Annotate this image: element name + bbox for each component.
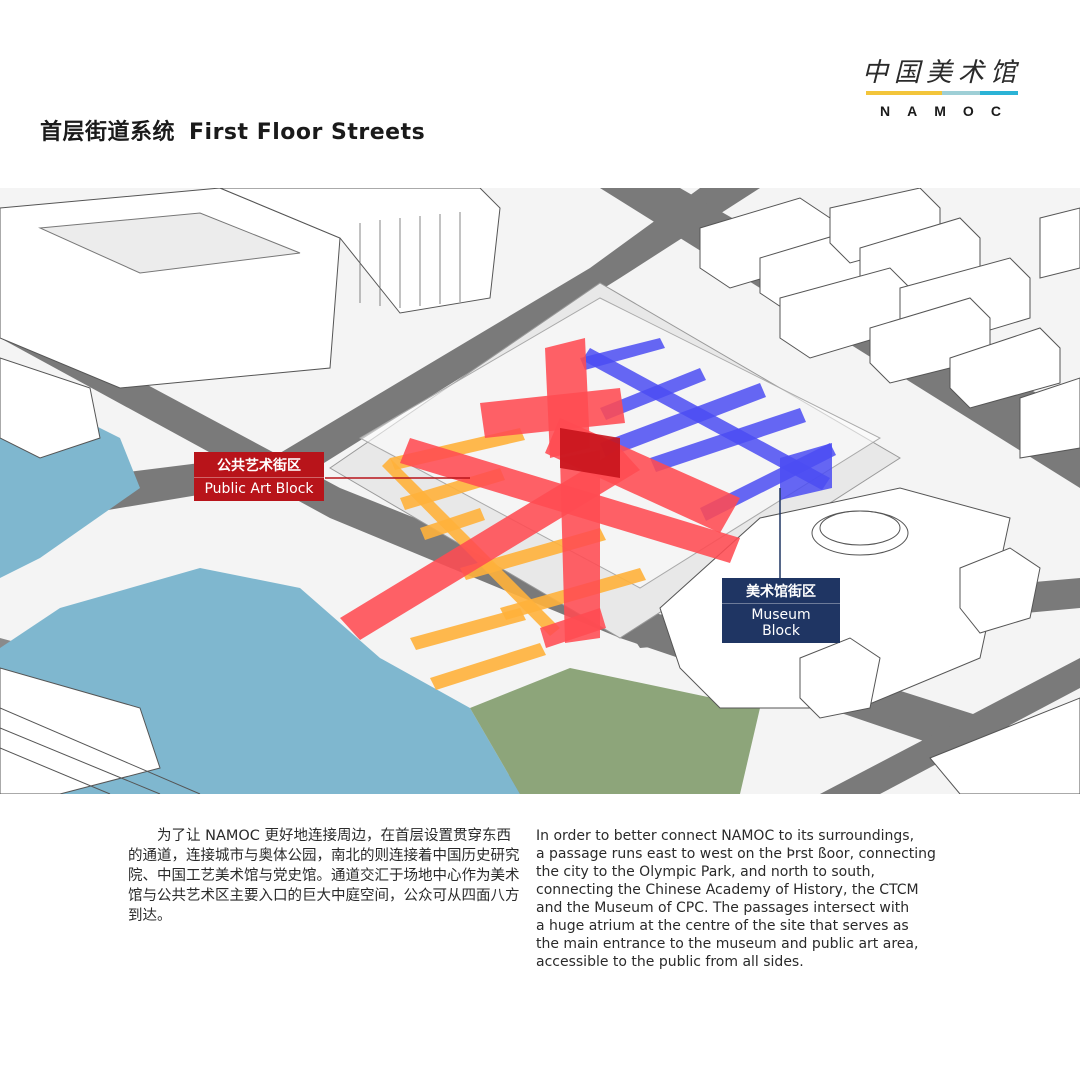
public-art-street [560, 450, 600, 643]
buildings-southwest [0, 357, 161, 794]
public-art-street [540, 608, 606, 648]
logo-bar-segment [980, 91, 1018, 95]
road-southeast [820, 658, 1080, 794]
dome-ring [819, 510, 901, 546]
connector-street [430, 643, 546, 690]
building-north-columns [359, 212, 461, 308]
museum-street [650, 408, 806, 472]
dome-roof [811, 510, 909, 556]
rail-tracks [0, 707, 201, 794]
label-museum-en: Museum Block [751, 607, 811, 639]
logo-bar-segment [866, 91, 904, 95]
building-southeast-corner [929, 697, 1080, 794]
axonometric-diagram [0, 188, 1080, 794]
museum-street [780, 443, 832, 500]
page-title: 首层街道系统 First Floor Streets [40, 114, 425, 146]
connector-street [410, 608, 526, 650]
label-public-art-en: Public Art Block [204, 481, 314, 497]
page-title-en: First Floor Streets [189, 120, 426, 145]
logo-en-text: NAMOC [880, 103, 1018, 119]
park [470, 668, 760, 794]
label-public-art-cn: 公共艺术街区 [194, 452, 324, 478]
buildings-northeast [699, 188, 1080, 459]
building-northwest-roof [38, 212, 301, 274]
public-art-street [480, 388, 625, 438]
namoc-logo: 中国美术馆 NAMOC [862, 58, 1022, 120]
logo-bar-segment [942, 91, 980, 95]
museum-street [582, 348, 830, 490]
building-pavilion-south [799, 637, 881, 719]
atrium-core [560, 428, 620, 478]
building-pavilion-east [959, 547, 1041, 634]
description-cn: 为了让 NAMOC 更好地连接周边，在首层设置贯穿东西的通道，连接城市与奥体公园… [128, 828, 520, 924]
label-museum-block: 美术馆街区 Museum Block [722, 578, 840, 643]
logo-color-bar [866, 91, 1018, 95]
label-museum-cn: 美术馆街区 [722, 578, 840, 604]
logo-bar-segment [904, 91, 942, 95]
page-title-cn: 首层街道系统 [40, 120, 176, 145]
museum-street [600, 383, 766, 458]
description-en: In order to better connect NAMOC to its … [536, 828, 936, 970]
site-axonometric-svg [0, 188, 1080, 794]
label-public-art-block: 公共艺术街区 Public Art Block [194, 452, 324, 501]
logo-cn-text: 中国美术馆 [862, 58, 1023, 88]
